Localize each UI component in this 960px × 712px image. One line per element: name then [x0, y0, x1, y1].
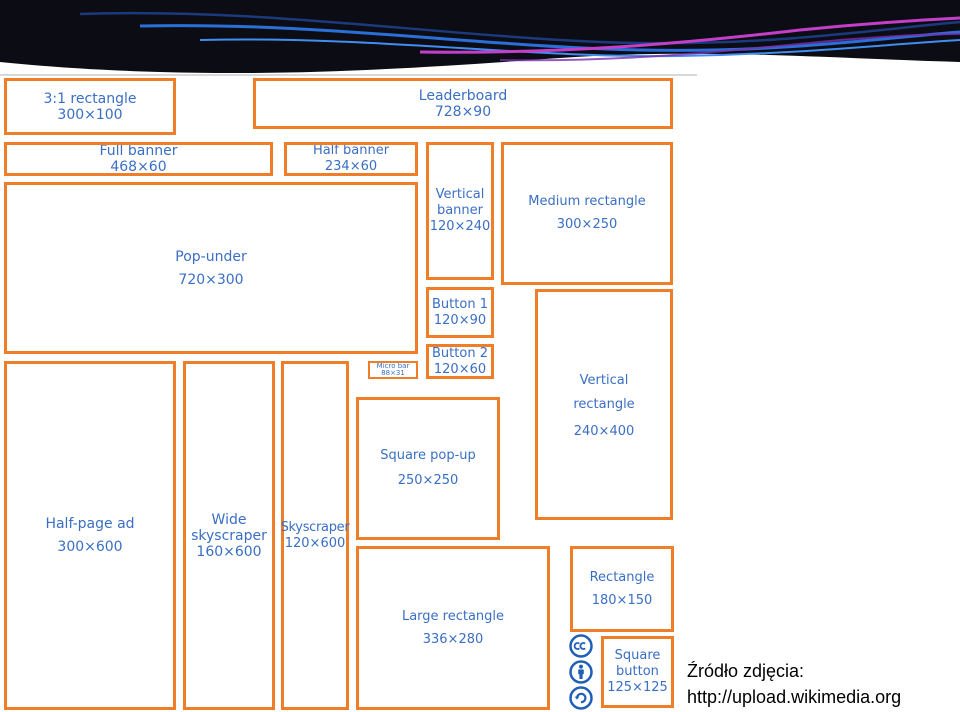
ad-button-2: Button 2 120×60	[426, 344, 494, 379]
share-alike-icon	[569, 686, 593, 710]
ad-button-1: Button 1 120×90	[426, 287, 494, 338]
top-divider	[0, 74, 697, 76]
license-icons	[569, 634, 593, 710]
ad-label: Full banner	[99, 143, 178, 159]
ad-size: 720×300	[178, 271, 244, 288]
ad-square-popup: Square pop-up 250×250	[356, 397, 500, 540]
ad-size: 250×250	[397, 473, 459, 488]
ad-label: Button 2	[432, 345, 488, 361]
ad-wide-skyscraper: Wide skyscraper 160×600	[183, 361, 275, 710]
ad-size: 300×100	[57, 106, 123, 123]
ad-size: 234×60	[324, 159, 378, 174]
ad-half-page: Half-page ad 300×600	[4, 361, 176, 710]
ad-3-1-rectangle: 3:1 rectangle 300×100	[4, 78, 176, 135]
ad-label: Medium rectangle	[528, 194, 646, 209]
ad-size: 300×250	[556, 217, 618, 232]
ad-size: 160×600	[196, 543, 262, 560]
caption-line-1: Źródło zdjęcia:	[687, 661, 805, 681]
ad-size: 240×400	[573, 424, 635, 439]
ad-label: Micro bar	[376, 362, 410, 370]
ad-label: Leaderboard	[418, 87, 508, 104]
ad-rectangle: Rectangle 180×150	[570, 546, 674, 632]
ad-size: 120×600	[284, 535, 346, 551]
ad-large-rectangle: Large rectangle 336×280	[356, 546, 550, 710]
ad-label: Button 1	[432, 296, 488, 312]
ad-vertical-banner: Vertical banner 120×240	[426, 142, 494, 280]
ad-size: 336×280	[422, 631, 484, 647]
ad-vertical-rectangle: Vertical rectangle 240×400	[535, 289, 673, 520]
ad-size: 125×125	[607, 680, 668, 695]
ad-medium-rectangle: Medium rectangle 300×250	[501, 142, 673, 285]
ad-label: Skyscraper	[280, 519, 350, 535]
ad-size: 300×600	[57, 539, 123, 555]
ad-label: Vertical banner	[435, 187, 485, 218]
ad-full-banner: Full banner 468×60	[4, 142, 273, 176]
ad-half-banner: Half banner 234×60	[284, 142, 418, 176]
ad-size: 120×60	[433, 361, 487, 377]
ad-pop-under: Pop-under 720×300	[4, 182, 418, 354]
caption-source-url: http://upload.wikimedia.org	[687, 687, 902, 707]
ad-size: 468×60	[110, 159, 167, 175]
ad-label: Vertical rectangle	[573, 373, 635, 412]
ad-label: Rectangle	[589, 569, 655, 585]
ad-size: 120×240	[429, 219, 491, 234]
ad-label: Wide skyscraper	[191, 511, 267, 544]
ad-label: Square button	[614, 648, 661, 679]
ad-label: Square pop-up	[380, 448, 476, 463]
ad-label: Half-page ad	[45, 516, 135, 532]
cc-icon	[569, 634, 593, 658]
ad-size: 728×90	[434, 103, 492, 120]
header-band	[0, 0, 960, 74]
ad-size: 120×90	[433, 312, 487, 328]
source-caption: Źródło zdjęcia: http://upload.wikimedia.…	[687, 658, 901, 710]
ad-square-button: Square button 125×125	[601, 636, 674, 708]
ad-label: 3:1 rectangle	[43, 90, 137, 107]
ad-size: 180×150	[591, 592, 653, 608]
ad-micro-bar: Micro bar 88×31	[368, 361, 418, 379]
ad-size: 88×31	[381, 369, 405, 377]
ad-label: Large rectangle	[401, 608, 505, 624]
ad-skyscraper: Skyscraper 120×600	[280, 361, 350, 710]
ad-leaderboard: Leaderboard 728×90	[253, 78, 673, 129]
ad-label: Half banner	[312, 143, 390, 158]
person-icon	[569, 660, 593, 684]
ad-label: Pop-under	[175, 248, 247, 265]
